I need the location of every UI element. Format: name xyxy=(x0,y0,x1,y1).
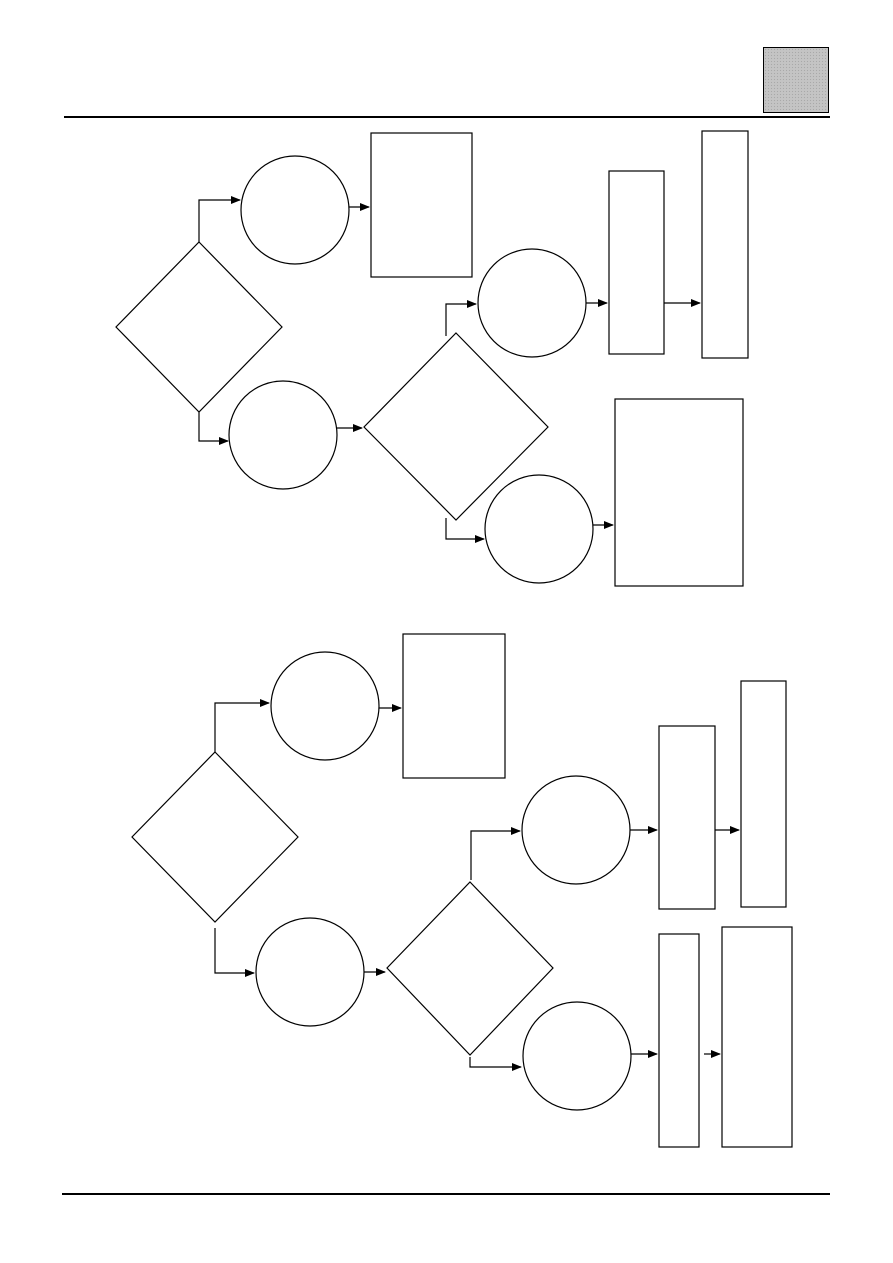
connector-arrow xyxy=(198,412,229,445)
process-circle xyxy=(270,651,380,761)
connector-arrow xyxy=(214,699,270,752)
connector-arrow xyxy=(470,827,521,880)
connector-arrow xyxy=(445,300,477,336)
output-box xyxy=(658,725,716,910)
output-box xyxy=(370,132,473,278)
process-circle xyxy=(240,155,350,265)
process-circle xyxy=(521,775,631,885)
connector-arrow xyxy=(469,1057,522,1071)
process-circle xyxy=(255,917,365,1027)
output-box xyxy=(402,633,506,779)
output-box xyxy=(608,170,665,355)
process-circle xyxy=(477,248,587,358)
lower-flowchart xyxy=(131,633,793,1148)
output-box xyxy=(614,398,744,587)
decision-diamond xyxy=(131,751,299,923)
connector-arrow xyxy=(198,196,241,242)
output-box xyxy=(721,926,793,1148)
decision-diamond xyxy=(386,881,554,1056)
decision-diamond xyxy=(115,241,283,413)
connector-arrow xyxy=(445,518,485,543)
decision-diamond xyxy=(363,332,549,521)
process-circle xyxy=(228,380,338,490)
header-rule xyxy=(64,116,830,118)
upper-flowchart xyxy=(115,130,749,587)
process-circle xyxy=(522,1001,632,1111)
output-box xyxy=(658,933,700,1148)
header-corner-tab xyxy=(763,47,829,113)
output-box xyxy=(740,680,787,908)
output-box xyxy=(701,130,749,359)
process-circle xyxy=(484,474,594,584)
connector-arrow xyxy=(214,928,255,977)
footer-rule xyxy=(62,1193,830,1195)
